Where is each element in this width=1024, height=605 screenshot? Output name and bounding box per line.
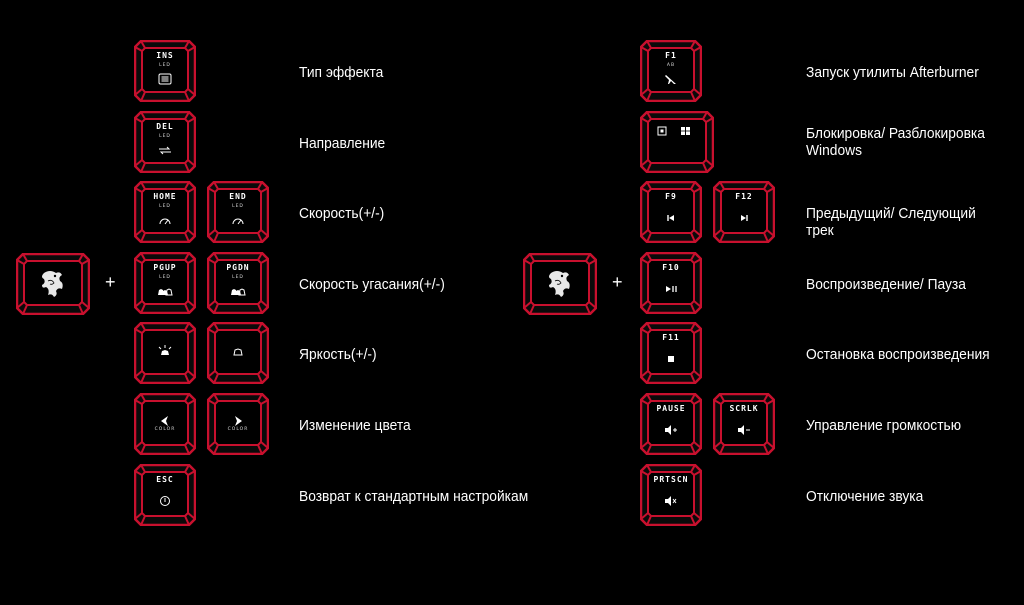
stop-icon — [640, 350, 702, 369]
key-label: F9 — [665, 192, 677, 201]
left-description-0: Тип эффекта — [299, 64, 384, 81]
effect-list-icon — [134, 70, 196, 89]
left-fn-key[interactable] — [16, 253, 90, 315]
right-description-2: Предыдущий/ Следующий трек — [806, 205, 976, 239]
left-description-6: Возврат к стандартным настройкам — [299, 488, 529, 505]
previous-track-icon — [640, 209, 702, 228]
brightness-up-icon — [134, 342, 196, 361]
right-description-5: Управление громкостью — [806, 417, 962, 434]
volume-down-icon — [713, 421, 775, 440]
key-label: PRTSCN — [653, 475, 689, 484]
key-sub-label: COLOR — [154, 427, 176, 432]
right-key-4-0[interactable]: F11 — [640, 322, 702, 384]
right-key-3-0[interactable]: F10 — [640, 252, 702, 314]
left-key-6-0[interactable]: ESC — [134, 464, 196, 526]
right-plus-sign: + — [612, 272, 623, 292]
key-label: ESC — [156, 475, 174, 484]
left-key-5-1[interactable]: COLOR — [207, 393, 269, 455]
left-key-2-1[interactable]: END LED — [207, 181, 269, 243]
next-track-icon — [713, 209, 775, 228]
arrow-left-icon — [134, 412, 196, 431]
key-label: DEL — [156, 122, 174, 131]
left-key-2-0[interactable]: HOME LED — [134, 181, 196, 243]
key-label: INS — [156, 51, 174, 60]
key-label: F10 — [662, 263, 680, 272]
key-label: PGUP — [153, 263, 177, 272]
right-key-5-1[interactable]: SCRLK — [713, 393, 775, 455]
left-key-3-0[interactable]: PGUP LED — [134, 252, 196, 314]
key-sub-label: LED — [159, 63, 171, 68]
right-key-2-1[interactable]: F12 — [713, 181, 775, 243]
right-description-0: Запуск утилиты Afterburner — [806, 64, 979, 81]
left-description-4: Яркость(+/-) — [299, 346, 377, 363]
key-label: END — [229, 192, 247, 201]
key-label: F12 — [735, 192, 753, 201]
left-description-2: Скорость(+/-) — [299, 205, 385, 222]
left-description-5: Изменение цвета — [299, 417, 411, 434]
key-label: F11 — [662, 333, 680, 342]
key-sub-label: COLOR — [227, 427, 249, 432]
fade-bells-icon — [207, 282, 269, 301]
right-key-5-0[interactable]: PAUSE — [640, 393, 702, 455]
direction-arrows-icon — [134, 141, 196, 160]
reset-icon — [134, 492, 196, 511]
left-key-4-0[interactable] — [134, 322, 196, 384]
speedometer-icon — [134, 211, 196, 230]
fade-bells-icon — [134, 282, 196, 301]
left-plus-sign: + — [105, 272, 116, 292]
key-label: SCRLK — [729, 404, 759, 413]
left-key-3-1[interactable]: PGDN LED — [207, 252, 269, 314]
key-label: HOME — [153, 192, 177, 201]
key-sub-label: LED — [159, 134, 171, 139]
left-key-5-0[interactable]: COLOR — [134, 393, 196, 455]
key-label: PGDN — [226, 263, 250, 272]
right-description-6: Отключение звука — [806, 488, 924, 505]
right-key-2-0[interactable]: F9 — [640, 181, 702, 243]
right-description-3: Воспроизведение/ Пауза — [806, 276, 966, 293]
key-sub-label: LED — [232, 204, 244, 209]
arrow-right-icon — [207, 412, 269, 431]
left-key-0-0[interactable]: INS LED — [134, 40, 196, 102]
mute-icon — [640, 492, 702, 511]
key-sub-label: AB — [666, 63, 676, 68]
key-sub-label: LED — [159, 204, 171, 209]
right-description-4: Остановка воспроизведения — [806, 346, 990, 363]
left-description-3: Скорость угасания(+/-) — [299, 276, 445, 293]
right-key-6-0[interactable]: PRTSCN — [640, 464, 702, 526]
key-sub-label: LED — [232, 275, 244, 280]
right-key-1-0[interactable] — [640, 111, 714, 173]
left-description-1: Направление — [299, 135, 386, 152]
right-fn-key[interactable] — [523, 253, 597, 315]
brightness-down-icon — [207, 342, 269, 361]
right-description-1: Блокировка/ Разблокировка Windows — [806, 125, 985, 159]
windows-lock-icon — [657, 122, 714, 141]
key-label: F1 — [665, 51, 677, 60]
key-sub-label: LED — [159, 275, 171, 280]
afterburner-plane-icon — [640, 70, 702, 89]
volume-up-icon — [640, 421, 702, 440]
play-pause-icon — [640, 280, 702, 299]
speedometer-icon — [207, 211, 269, 230]
left-key-4-1[interactable] — [207, 322, 269, 384]
left-key-1-0[interactable]: DEL LED — [134, 111, 196, 173]
key-label: PAUSE — [656, 404, 686, 413]
